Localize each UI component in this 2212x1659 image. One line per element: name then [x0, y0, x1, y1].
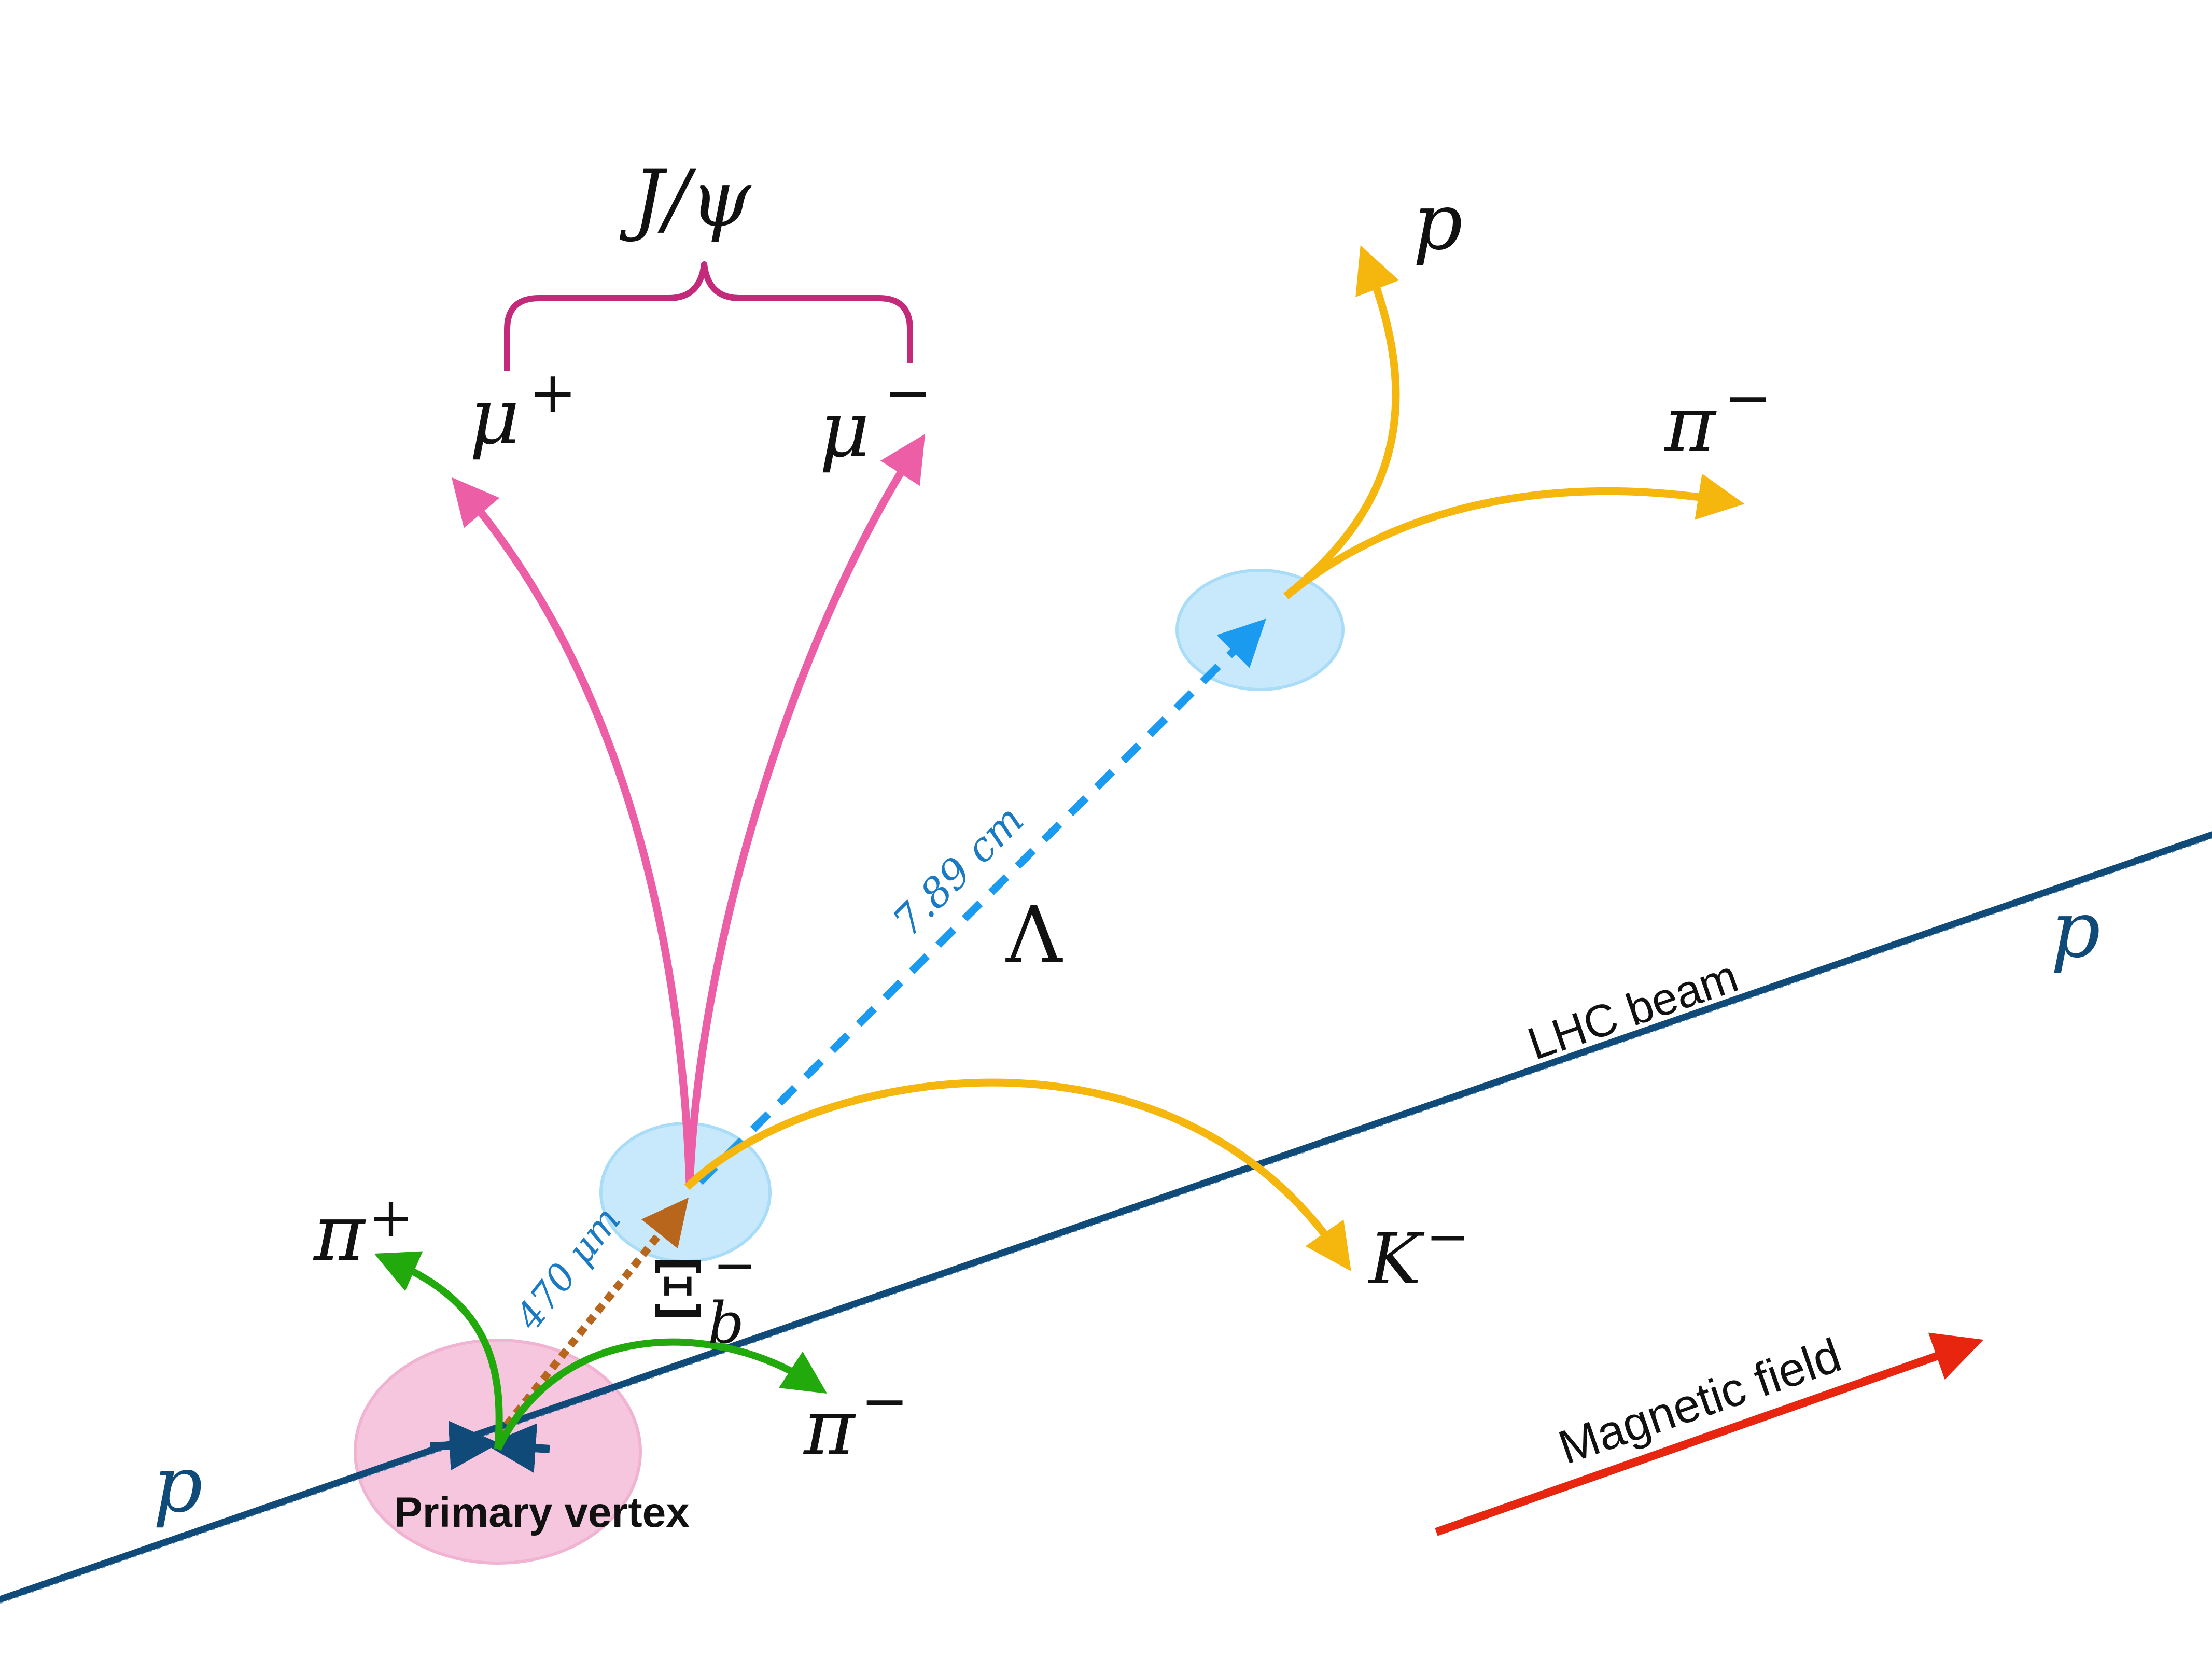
xi-sub: b	[708, 1290, 744, 1356]
pi-plus-track	[374, 1251, 503, 1450]
xi-label: Ξ	[651, 1245, 706, 1335]
pi-minus-bottom-track	[494, 1338, 828, 1451]
beam-arrow-right	[486, 1423, 550, 1473]
kaon-sup: −	[1426, 1206, 1469, 1267]
kaon-label: K	[1367, 1218, 1425, 1300]
xi-flight-length: 470 μm	[507, 1199, 629, 1339]
proton-left-label: p	[153, 1440, 203, 1530]
magnetic-field-arrow	[1435, 1332, 1984, 1536]
lambda-label: Λ	[1005, 890, 1063, 980]
mu-plus-sup: +	[529, 359, 577, 426]
lhc-beam-label: LHC beam	[1521, 950, 1744, 1070]
mu-plus-label: μ	[469, 372, 520, 462]
beam-arrow-left	[430, 1421, 499, 1471]
mu-plus-track	[451, 477, 694, 1185]
lambda-decay-vertex-blob	[1175, 569, 1345, 691]
xi-sup: −	[713, 1235, 757, 1296]
lambda-flight-line	[697, 618, 1266, 1185]
mu-minus-label: μ	[819, 385, 870, 475]
lhc-beam-line	[0, 831, 2212, 1603]
pi-plus-sup: +	[368, 1186, 414, 1249]
proton-right-label: p	[2051, 885, 2101, 975]
proton-top-label: p	[1413, 177, 1463, 268]
pi-minus-bottom-sup: −	[861, 1368, 908, 1434]
pi-minus-top-label: π	[1663, 379, 1717, 470]
jpsi-label: J/ψ	[619, 154, 752, 244]
pi-minus-top-sup: −	[1724, 364, 1772, 431]
pi-plus-label: π	[313, 1188, 366, 1278]
pi-minus-top-track	[1283, 473, 1745, 599]
jpsi-brace	[504, 261, 913, 371]
mu-minus-track	[685, 434, 926, 1185]
pi-minus-bottom-label: π	[803, 1383, 856, 1473]
primary-vertex-label: Primary vertex	[394, 1489, 690, 1536]
mu-minus-sup: −	[884, 359, 932, 426]
proton-track	[1283, 245, 1400, 599]
kaon-track	[684, 1078, 1351, 1271]
lhc-beam-texture	[0, 837, 2212, 1604]
